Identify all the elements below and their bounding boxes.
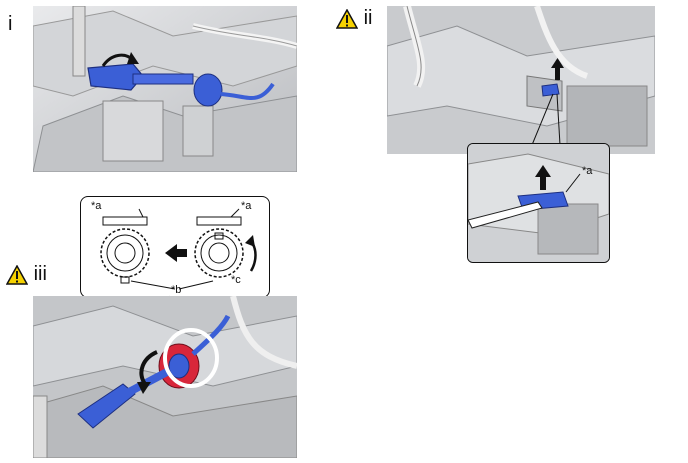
callout-label-b: *b [171, 284, 182, 296]
rotate-arrow-icon [101, 52, 139, 67]
bulb-socket-part [87, 63, 275, 107]
callout-label-a-left: *a [91, 200, 102, 212]
zoom-callout-ii: *a [467, 143, 610, 263]
step-label-i: i [8, 13, 13, 35]
rotate-arrow-icon [137, 350, 158, 394]
photo-step-ii [387, 6, 655, 154]
arrow-left-icon [165, 244, 187, 262]
callout-label-c: *c [231, 274, 241, 286]
arrow-up-icon [551, 58, 564, 80]
photo-step-i [33, 6, 297, 172]
callout-label-a-right: *a [241, 200, 252, 212]
arrow-up-icon [535, 165, 551, 190]
socket-target-diagram [100, 216, 150, 284]
callout-label-a: *a [582, 165, 593, 177]
step-label-ii: ii [336, 8, 372, 29]
photo-step-iii [33, 296, 297, 458]
warning-triangle-icon [336, 8, 358, 29]
warning-triangle-icon [6, 264, 28, 285]
rotate-arrow-icon [245, 235, 257, 272]
screwdriver-icon [468, 201, 543, 229]
step-label-iii: iii [6, 264, 47, 285]
socket-start-diagram [194, 216, 244, 278]
socket-diagram-callout: *a *a *b *c [80, 196, 270, 298]
